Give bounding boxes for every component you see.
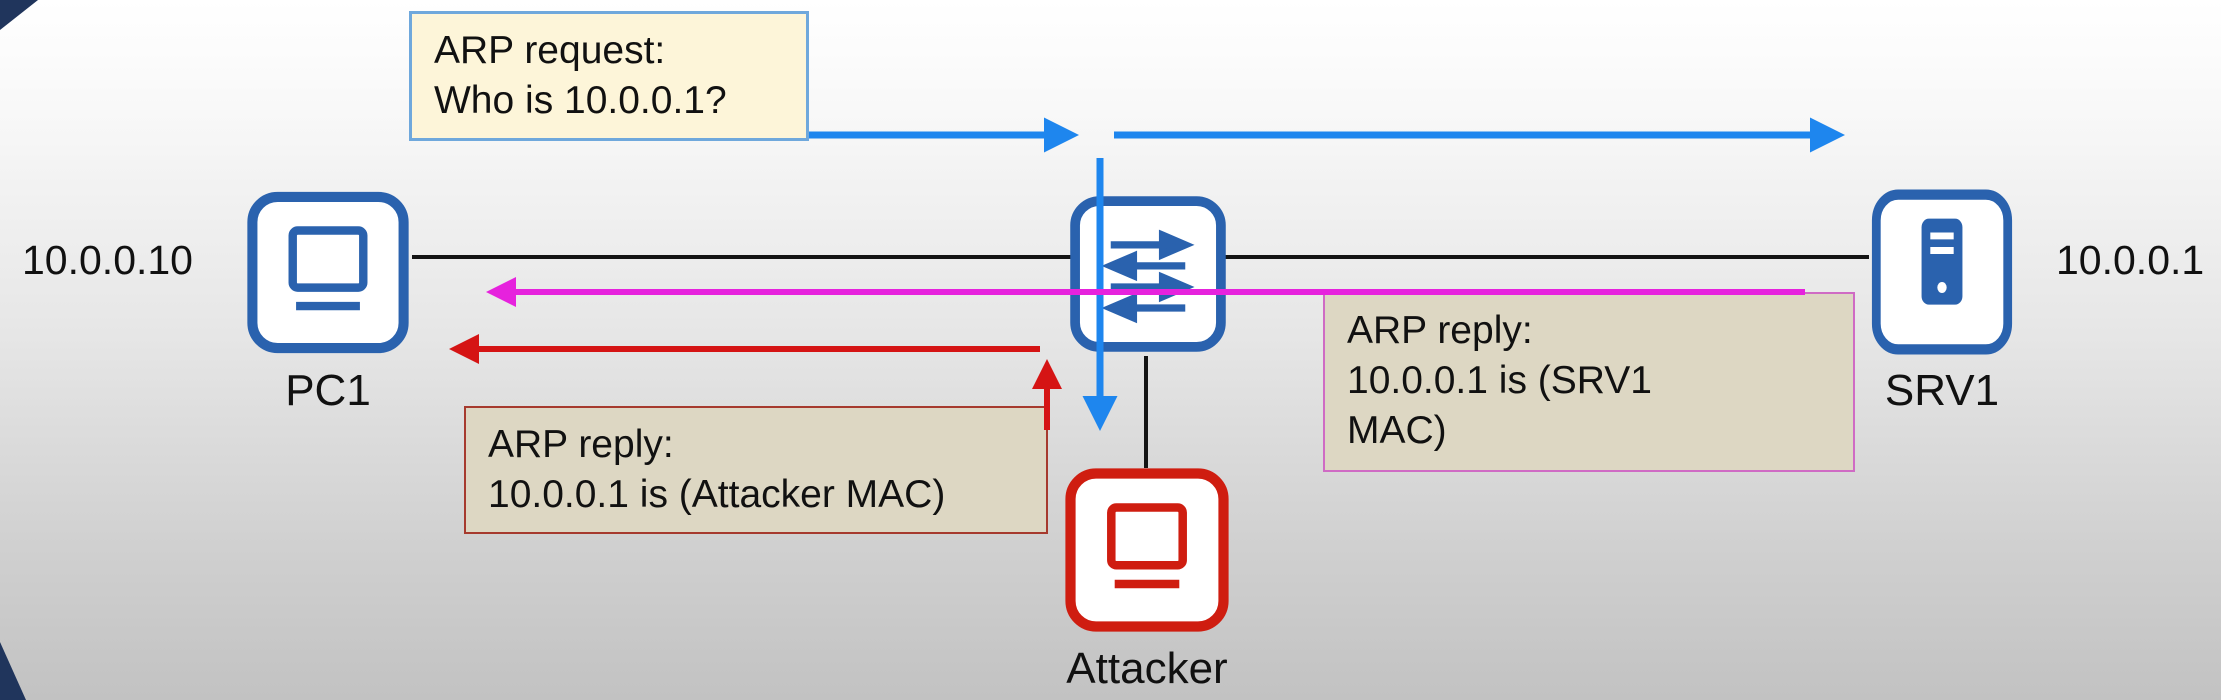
server-icon [1871, 189, 2013, 355]
arp-reply-srv1-callout: ARP reply: 10.0.0.1 is (SRV1 MAC) [1323, 292, 1855, 472]
arp-reply-srv1-line1: ARP reply: [1347, 309, 1533, 352]
pc1-label: PC1 [285, 366, 371, 415]
arp-reply-srv1-line2: 10.0.0.1 is (SRV1 MAC) [1347, 358, 1652, 452]
corner-decoration-top-left [0, 0, 38, 30]
arp-reply-attacker-line1: ARP reply: [488, 423, 674, 466]
arp-request-callout: ARP request: Who is 10.0.0.1? [409, 11, 809, 141]
switch-icon [1070, 196, 1226, 352]
arp-request-line1: ARP request: [434, 29, 666, 72]
arp-reply-attacker-callout: ARP reply: 10.0.0.1 is (Attacker MAC) [464, 406, 1048, 534]
arp-request-line2: Who is 10.0.0.1? [434, 78, 727, 122]
pc1-ip-label: 10.0.0.10 [22, 237, 193, 283]
pc-icon [247, 191, 409, 354]
srv1-label: SRV1 [1884, 366, 2000, 415]
device-srv1: SRV1 [1869, 186, 2015, 415]
attacker-pc-icon [1065, 468, 1229, 632]
device-switch [1067, 190, 1229, 358]
arp-reply-attacker-line2: 10.0.0.1 is (Attacker MAC) [488, 472, 946, 516]
device-attacker: Attacker [1062, 464, 1232, 693]
attacker-label: Attacker [1066, 644, 1228, 693]
srv1-ip-label: 10.0.0.1 [2056, 237, 2205, 283]
corner-decoration-bottom-left [0, 642, 26, 700]
device-pc1: PC1 [244, 187, 412, 415]
